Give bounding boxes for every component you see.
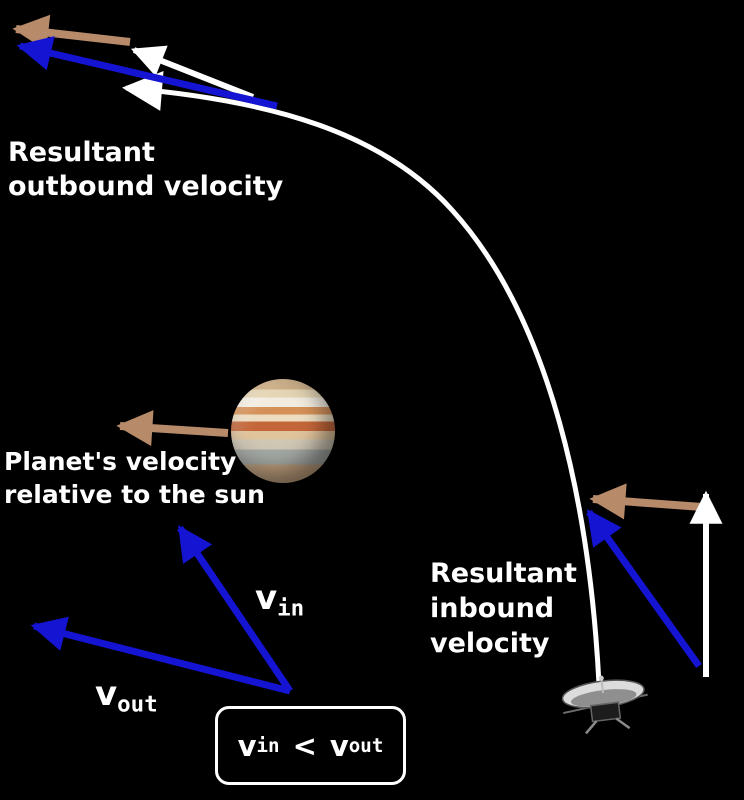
outbound-vout-arrow <box>16 36 278 110</box>
jupiter-icon <box>231 379 335 483</box>
vout-label: vout <box>95 674 158 718</box>
inbound-velocity-label-line2: inbound <box>430 593 555 624</box>
trajectory-curve <box>122 71 602 685</box>
vin-label: vin <box>255 578 304 622</box>
outbound-planet-velocity-arrow <box>12 14 131 51</box>
vout-label-sub: out <box>117 691 158 718</box>
spacecraft-icon <box>561 675 648 735</box>
equation-lhs-sub: in <box>256 734 280 757</box>
vout-label-base: v <box>95 674 118 714</box>
outbound-velocity-label: Resultant outbound velocity <box>8 136 283 204</box>
planet-velocity-label-line2: relative to the sun <box>4 480 265 509</box>
equation-operator: < <box>292 728 317 763</box>
outbound-resultant-arrow <box>130 45 255 100</box>
inbound-velocity-label-line3: velocity <box>430 628 550 659</box>
vin-label-base: v <box>255 578 278 618</box>
inbound-velocity-label-line1: Resultant <box>430 558 577 589</box>
inbound-vin-arrow <box>586 509 702 669</box>
planet-velocity-label: Planet's velocity relative to the sun <box>4 445 265 511</box>
equation-rhs-sub: out <box>348 734 384 757</box>
equation-lhs: v <box>237 728 257 763</box>
outbound-velocity-label-line1: Resultant <box>8 137 155 168</box>
vin-arrow <box>177 525 293 693</box>
planet-velocity-arrow <box>116 410 229 447</box>
vout-arrow <box>30 616 291 695</box>
inbound-velocity-label: Resultant inbound velocity <box>430 556 577 661</box>
planet-velocity-label-line1: Planet's velocity <box>4 447 237 476</box>
vin-label-sub: in <box>277 595 305 622</box>
inbound-planet-velocity-arrow <box>589 483 703 520</box>
equation-rhs: v <box>329 728 349 763</box>
outbound-velocity-label-line2: outbound velocity <box>8 171 284 202</box>
